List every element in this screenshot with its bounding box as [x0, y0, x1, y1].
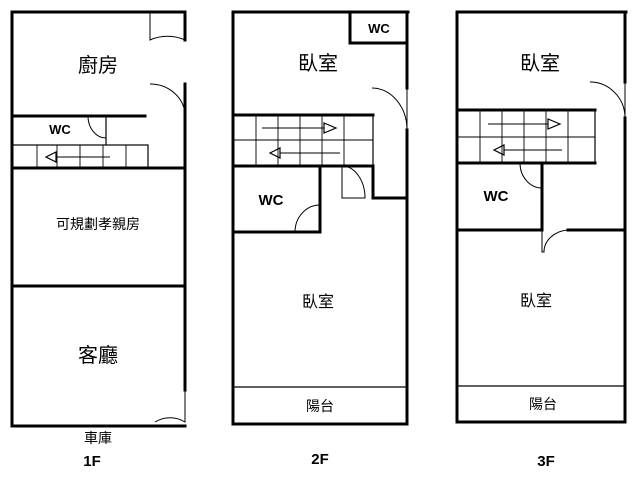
floor-3-plan: 臥室 WC 臥室 陽台 3F [455, 10, 628, 470]
door-arc [589, 81, 626, 119]
door-arc [154, 390, 186, 423]
stair-arrow [44, 151, 57, 163]
wc-label: WC [259, 192, 284, 209]
floor-1-outer-wall [10, 10, 187, 428]
stair-treads [233, 115, 373, 166]
stair-treads [457, 110, 595, 163]
parents-room-label: 可規劃孝親房 [56, 217, 140, 233]
stair-arrow [547, 118, 562, 130]
bedroom-top-label: 臥室 [298, 51, 338, 75]
stair-arrow [492, 144, 505, 156]
bedroom-main-label: 臥室 [302, 292, 334, 311]
stair-treads [36, 145, 127, 168]
door-arc [294, 204, 321, 233]
floor-1-plan: 廚房 WC 可規劃孝親房 客廳 車庫 1F [10, 10, 187, 470]
wc-label: WC [49, 122, 71, 137]
garage-label: 車庫 [84, 430, 112, 447]
wc-label: WC [484, 188, 509, 205]
floor-2-plan: 臥室 WC WC 臥室 陽台 2F [231, 10, 410, 468]
staircase [456, 109, 596, 164]
balcony-label: 陽台 [529, 397, 557, 413]
door-arc [341, 165, 366, 199]
door-arc [371, 87, 408, 131]
floor-2-label: 2F [311, 451, 329, 468]
door-arc [541, 229, 569, 253]
door-arc [149, 83, 186, 117]
door-arc [149, 12, 186, 41]
living-room-label: 客廳 [78, 343, 118, 367]
stair-arrow [323, 122, 338, 134]
wc-small-wall [348, 10, 409, 45]
bedroom-top-label: 臥室 [520, 51, 560, 75]
wc-small-label: WC [368, 21, 390, 36]
floor-1-label: 1F [83, 453, 101, 470]
door-arc [519, 162, 543, 189]
staircase [232, 114, 374, 167]
floor-3-label: 3F [537, 453, 555, 470]
kitchen-label: 廚房 [78, 53, 118, 77]
balcony-label: 陽台 [306, 399, 334, 415]
bedroom-main-label: 臥室 [520, 291, 552, 310]
stair-arrow [268, 147, 281, 159]
door-arc [87, 115, 107, 139]
